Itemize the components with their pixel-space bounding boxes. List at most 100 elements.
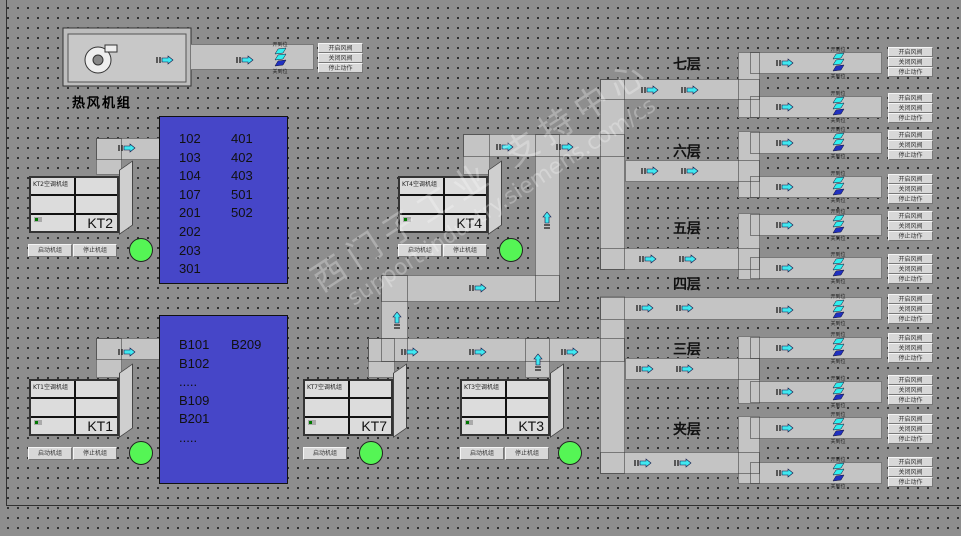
damper-open-status: 开到位 — [830, 171, 846, 177]
duct-segment — [96, 338, 160, 360]
duct-segment — [750, 417, 882, 439]
stop-unit-button[interactable]: 停止机组 — [73, 447, 117, 460]
damper-open-button[interactable]: 开启风阀 — [888, 457, 933, 467]
unit-title: KT7空调机组 — [307, 384, 342, 391]
damper-stop-button[interactable]: 停止动作 — [888, 274, 933, 284]
duct-segment — [750, 214, 882, 236]
flow-arrow-icon — [496, 142, 514, 152]
flow-arrow-icon — [634, 458, 652, 468]
damper-stop-button[interactable]: 停止动作 — [888, 113, 933, 123]
damper-close-button[interactable]: 关闭风阀 — [318, 53, 363, 63]
damper-close-button[interactable]: 关闭风阀 — [888, 264, 933, 274]
flow-arrow-icon — [392, 311, 402, 329]
damper-close-button[interactable]: 关闭风阀 — [888, 57, 933, 67]
damper-stop-button[interactable]: 停止动作 — [888, 395, 933, 405]
room-label: B109 — [179, 392, 210, 408]
duct-segment — [600, 79, 760, 100]
damper-open-button[interactable]: 开启风阀 — [888, 211, 933, 221]
damper-close-button[interactable]: 关闭风阀 — [888, 103, 933, 113]
fan-outlet — [104, 44, 118, 53]
damper-open-button[interactable]: 开启风阀 — [888, 414, 933, 424]
unit-name: KT2 — [87, 215, 113, 231]
damper-stop-button[interactable]: 停止动作 — [888, 231, 933, 241]
damper-icon — [832, 257, 845, 277]
room-label: 202 — [179, 224, 201, 239]
damper-close-button[interactable]: 关闭风阀 — [888, 424, 933, 434]
damper-close-button[interactable]: 关闭风阀 — [888, 184, 933, 194]
flow-arrow-icon — [641, 166, 659, 176]
damper-open-button[interactable]: 开启风阀 — [888, 130, 933, 140]
damper-icon — [832, 176, 845, 196]
room-label: 103 — [179, 149, 201, 165]
duct-edge — [738, 131, 760, 198]
damper-open-button[interactable]: 开启风阀 — [888, 375, 933, 385]
unit-running-lamp — [129, 441, 153, 465]
damper-stop-button[interactable]: 停止动作 — [888, 477, 933, 487]
damper-stop-button[interactable]: 停止动作 — [888, 434, 933, 444]
start-unit-button[interactable]: 启动机组 — [398, 244, 442, 257]
unit-status-indicator — [308, 420, 316, 425]
damper-close-button[interactable]: 关闭风阀 — [888, 467, 933, 477]
damper-open-button[interactable]: 开启风阀 — [888, 254, 933, 264]
damper-stop-button[interactable]: 停止动作 — [318, 63, 363, 73]
flow-arrow-icon — [776, 182, 794, 192]
air-handling-unit-kt3[interactable]: KT3空调机组 KT3 — [460, 363, 564, 438]
damper-icon — [274, 47, 287, 67]
start-unit-button[interactable]: 启动机组 — [303, 447, 347, 460]
room-label: 403 — [231, 168, 253, 184]
damper-close-button[interactable]: 关闭风阀 — [888, 221, 933, 231]
duct-edge — [750, 96, 882, 118]
duct-edge — [738, 336, 760, 404]
damper-stop-button[interactable]: 停止动作 — [888, 194, 933, 204]
room-label: 301 — [179, 261, 201, 277]
floor-label: 夹层 — [673, 422, 701, 438]
start-unit-button[interactable]: 启动机组 — [460, 447, 504, 460]
floor-label: 三层 — [673, 342, 701, 358]
damper-open-button[interactable]: 开启风阀 — [888, 333, 933, 343]
duct-segment — [750, 462, 882, 484]
air-handling-unit-kt2[interactable]: KT2空调机组 KT2 — [29, 160, 133, 235]
unit-status-indicator — [403, 217, 411, 222]
damper-stop-button[interactable]: 停止动作 — [888, 353, 933, 363]
damper-icon — [832, 96, 845, 116]
air-handling-unit-kt1[interactable]: KT1空调机组 KT1 — [29, 363, 133, 438]
stop-unit-button[interactable]: 停止机组 — [443, 244, 487, 257]
damper-close-button[interactable]: 关闭风阀 — [888, 304, 933, 314]
room-label: ..... — [179, 430, 198, 445]
flow-arrow-icon — [776, 102, 794, 112]
damper-open-button[interactable]: 开启风阀 — [888, 47, 933, 57]
damper-open-button[interactable]: 开启风阀 — [318, 43, 363, 53]
start-unit-button[interactable]: 启动机组 — [28, 447, 72, 460]
flow-arrow-icon — [776, 387, 794, 397]
duct-edge — [750, 462, 882, 484]
duct-edge — [738, 213, 760, 280]
flow-arrow-icon — [469, 283, 487, 293]
start-unit-button[interactable]: 启动机组 — [28, 244, 72, 257]
room-label: B101 — [179, 337, 210, 352]
room-label: B102 — [179, 355, 210, 371]
frame-border-bottom — [6, 505, 961, 506]
damper-stop-button[interactable]: 停止动作 — [888, 314, 933, 324]
damper-close-button[interactable]: 关闭风阀 — [888, 343, 933, 353]
damper-open-status: 开到位 — [830, 91, 846, 97]
damper-stop-button[interactable]: 停止动作 — [888, 150, 933, 160]
room-label: 401 — [231, 131, 253, 146]
damper-open-button[interactable]: 开启风阀 — [888, 174, 933, 184]
room-label: 502 — [231, 205, 253, 221]
damper-open-button[interactable]: 开启风阀 — [888, 93, 933, 103]
duct-edge — [525, 338, 550, 378]
damper-close-button[interactable]: 关闭风阀 — [888, 140, 933, 150]
damper-close-button[interactable]: 关闭风阀 — [888, 385, 933, 395]
flow-arrow-icon — [636, 303, 654, 313]
flow-arrow-icon — [401, 347, 419, 357]
damper-open-button[interactable]: 开启风阀 — [888, 294, 933, 304]
air-handling-unit-kt4[interactable]: KT4空调机组 KT4 — [398, 160, 502, 235]
duct-edge — [750, 214, 882, 236]
room-label: 102 — [179, 131, 201, 146]
stop-unit-button[interactable]: 停止机组 — [505, 447, 549, 460]
damper-stop-button[interactable]: 停止动作 — [888, 67, 933, 77]
room-label: B201 — [179, 411, 210, 427]
stop-unit-button[interactable]: 停止机组 — [73, 244, 117, 257]
air-handling-unit-kt7[interactable]: KT7空调机组 KT7 — [303, 363, 407, 438]
